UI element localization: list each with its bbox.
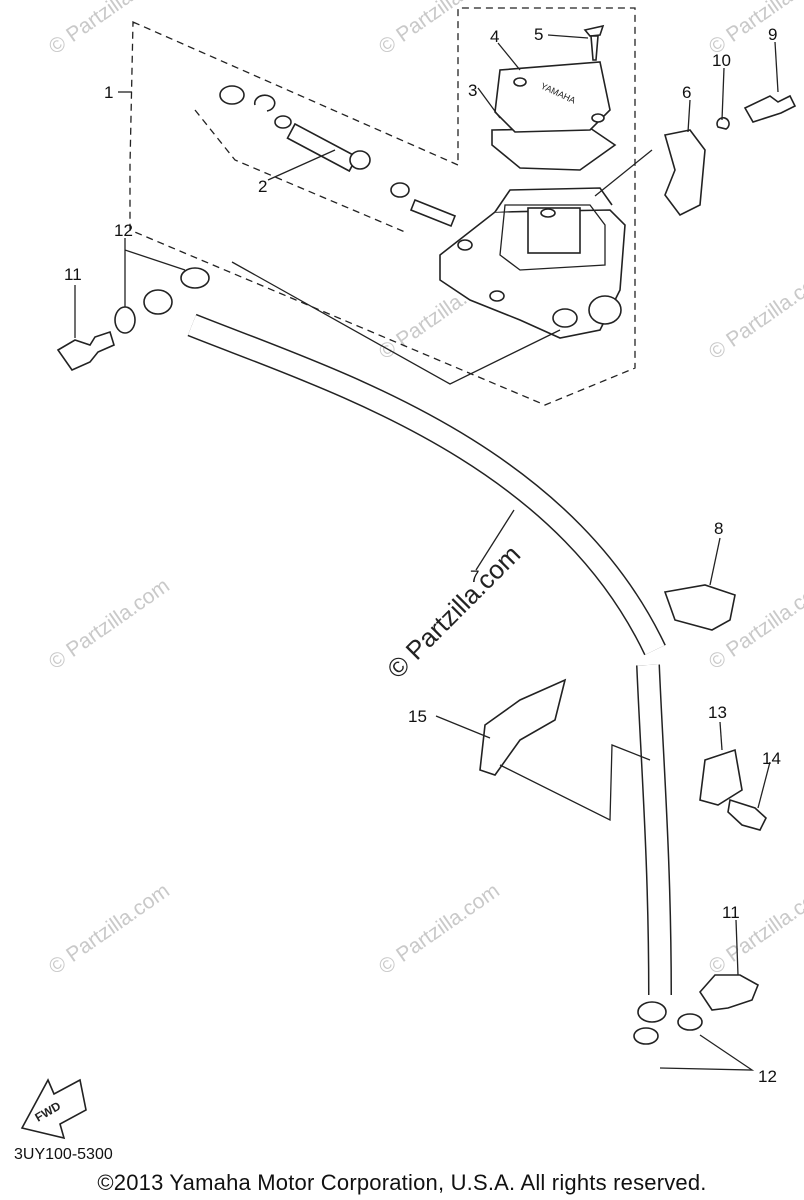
watermark-tile: © Partzilla.com — [375, 879, 504, 979]
callout-2: 2 — [258, 177, 267, 196]
assembly-1-outline — [129, 7, 636, 406]
callout-8: 8 — [714, 519, 723, 538]
brake-hose — [187, 313, 666, 656]
watermark-main: © Partzilla.com — [381, 539, 526, 684]
washer-bottom-b — [633, 1027, 659, 1045]
reservoir-cap: YAMAHA — [491, 61, 617, 171]
diagram-code: 3UY100-5300 — [14, 1146, 113, 1163]
watermark-tile: © Partzilla.com — [45, 879, 174, 979]
callout-3: 3 — [468, 81, 477, 100]
callout-7: 7 — [470, 567, 479, 586]
callout-15: 15 — [408, 707, 427, 726]
brake-hose-fill — [188, 315, 665, 655]
callout-14: 14 — [762, 749, 781, 768]
watermark-tile: © Partzilla.com — [45, 0, 174, 59]
watermark-tile: © Partzilla.com — [705, 879, 804, 979]
watermark-tile: © Partzilla.com — [705, 264, 804, 364]
banjo-fitting-bottom — [637, 1001, 667, 1023]
hose-clamp — [663, 584, 736, 631]
cap-screw — [583, 24, 605, 61]
callout-6: 6 — [682, 83, 691, 102]
washer-top-a — [114, 306, 136, 334]
union-bolt-bottom — [698, 974, 760, 1011]
bracket-bolt — [743, 94, 797, 123]
fwd-arrow: FWD — [20, 1078, 87, 1140]
watermark-tile: © Partzilla.com — [375, 0, 504, 59]
piston-kit — [219, 85, 457, 228]
callout-11-top: 11 — [64, 265, 82, 284]
callout-1: 1 — [104, 83, 113, 102]
callout-9: 9 — [768, 25, 777, 44]
kit-2-outline — [194, 109, 406, 233]
washer-bottom-a — [677, 1013, 703, 1031]
union-bolt-top — [56, 330, 115, 371]
callout-10: 10 — [712, 51, 731, 70]
leader-lines — [74, 34, 779, 1071]
brake-hose-lower-fill — [637, 664, 671, 996]
callout-4: 4 — [490, 27, 499, 46]
copyright-notice: ©2013 Yamaha Motor Corporation, U.S.A. A… — [97, 1170, 707, 1195]
lever-bracket — [663, 129, 706, 217]
master-cylinder-body — [439, 187, 626, 339]
watermark-tile: © Partzilla.com — [45, 574, 174, 674]
clip-screw — [727, 798, 767, 831]
banjo-fitting-top — [143, 289, 173, 315]
callout-13: 13 — [708, 703, 727, 722]
callout-12-bottom: 12 — [758, 1067, 777, 1086]
callout-12-top: 12 — [114, 221, 133, 240]
callout-11-bottom: 11 — [722, 903, 740, 922]
washer-top-b — [180, 267, 210, 289]
callouts: 1 2 3 4 5 6 7 8 9 10 11 11 12 12 13 14 1… — [64, 25, 781, 1086]
hose-clip — [699, 748, 743, 806]
callout-5: 5 — [534, 25, 543, 44]
bracket-washer — [716, 116, 730, 130]
hose-guide — [479, 678, 567, 776]
